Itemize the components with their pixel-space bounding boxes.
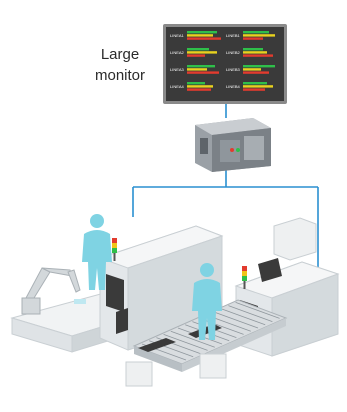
monitor-line-label: LINEB2 [226, 50, 241, 55]
monitor-status-bar [243, 37, 263, 40]
monitor-status-bar [243, 34, 275, 37]
monitor-status-bar [243, 65, 275, 68]
monitor-status-bar [243, 88, 265, 91]
monitor-status-bar [187, 68, 207, 71]
monitor-status-bar [187, 54, 205, 57]
monitor-status-bar [187, 37, 221, 40]
monitor-line-label: LINEB3 [226, 67, 241, 72]
monitor-line-label: LINEB1 [226, 33, 241, 38]
conveyor-slat [235, 302, 280, 319]
operator-icon [82, 214, 112, 290]
monitor-status-bar [243, 48, 263, 51]
monitor-status-bar [243, 85, 273, 88]
robot-arm-icon [21, 267, 81, 315]
signal-tower-icon [112, 238, 117, 261]
monitor-line-label: LINEA1 [170, 33, 185, 38]
monitor-status-bar [243, 82, 267, 85]
monitor-status-bar [243, 31, 269, 34]
monitor-line-label: LINEA4 [170, 84, 185, 89]
monitor-status-bar [187, 31, 217, 34]
monitor-status-bar [187, 82, 205, 85]
monitor-status-bar [187, 51, 217, 54]
conveyor-slat [199, 318, 244, 335]
conveyor-slat [228, 305, 273, 322]
conveyor-slat [213, 311, 259, 329]
conveyor-slat [163, 334, 208, 351]
monitor-status-bar [187, 85, 213, 88]
signal-tower-icon [242, 266, 247, 289]
conveyor-slat [221, 308, 266, 326]
monitor-status-bar [187, 71, 219, 74]
network-lines [132, 103, 319, 272]
monitor-status-bar [243, 51, 267, 54]
controller-unit-icon [195, 118, 271, 172]
conveyor-slat [170, 330, 215, 348]
monitor-status-bar [187, 48, 209, 51]
monitor-line-label: LINEB4 [226, 84, 241, 89]
monitor-status-bar [187, 34, 213, 37]
monitor-status-bar [243, 54, 273, 57]
monitor-status-bar [187, 65, 215, 68]
large-monitor-label: Large monitor [82, 44, 158, 86]
monitor-status-bar [243, 71, 269, 74]
operator-icon [192, 263, 222, 340]
monitor-status-bar [187, 88, 211, 91]
large-monitor-label-line2: monitor [94, 67, 146, 84]
large-monitor-label-line1: Large [100, 46, 140, 63]
monitor-line-label: LINEA2 [170, 50, 185, 55]
monitor-status-bar [243, 68, 261, 71]
monitor-line-label: LINEA3 [170, 67, 185, 72]
